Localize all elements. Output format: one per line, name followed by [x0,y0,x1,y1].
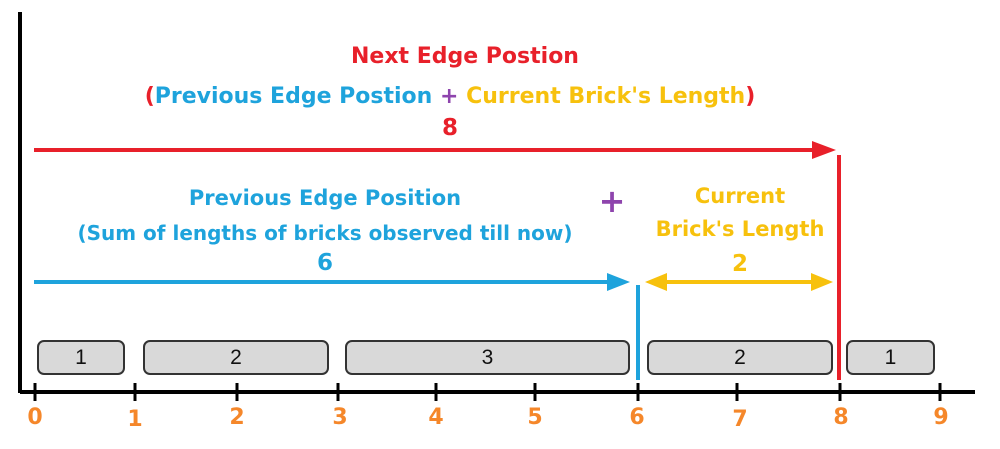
brick: 3 [345,340,630,375]
axis-tick-label: 4 [428,405,444,430]
axis-tick-label: 7 [732,407,748,432]
previous-edge-value: 6 [316,250,333,276]
previous-edge-sublabel: (Sum of lengths of bricks observed till … [77,221,573,245]
formula-previous-edge: Previous Edge Postion [154,84,433,109]
axis-tick-label: 3 [332,405,348,430]
axis-tick-label: 6 [629,405,645,430]
previous-edge-arrow-head [607,273,630,291]
next-edge-arrow-head [812,141,836,159]
current-brick-arrow-head-right [811,273,833,291]
formula-open-paren: ( [144,84,155,109]
brick: 1 [846,340,935,375]
current-brick-label: Current [694,184,786,208]
previous-edge-label: Previous Edge Position [188,186,462,210]
axis-tick-label: 2 [229,405,245,430]
axis-tick-label: 1 [127,407,143,432]
current-brick-value: 2 [731,251,748,277]
next-edge-value: 8 [441,115,458,141]
axis-tick-label: 9 [933,405,949,430]
formula-close-paren: ) [745,84,756,109]
formula-plus: + [440,84,459,109]
brick: 2 [647,340,833,375]
axis-tick-label: 5 [527,405,543,430]
axis-tick-label: 8 [833,405,849,430]
brick: 2 [143,340,329,375]
middle-plus: + [598,182,626,220]
brick: 1 [37,340,125,375]
formula-current-length: Current Brick's Length [466,84,746,109]
axis-tick-label: 0 [27,405,43,430]
next-edge-title: Next Edge Postion [351,44,579,69]
axis-tick-marks [33,383,942,401]
current-brick-sublabel: Brick's Length [655,217,825,241]
next-edge-formula: (Previous Edge Postion + Current Brick's… [0,84,900,109]
current-brick-arrow-head-left [645,273,667,291]
